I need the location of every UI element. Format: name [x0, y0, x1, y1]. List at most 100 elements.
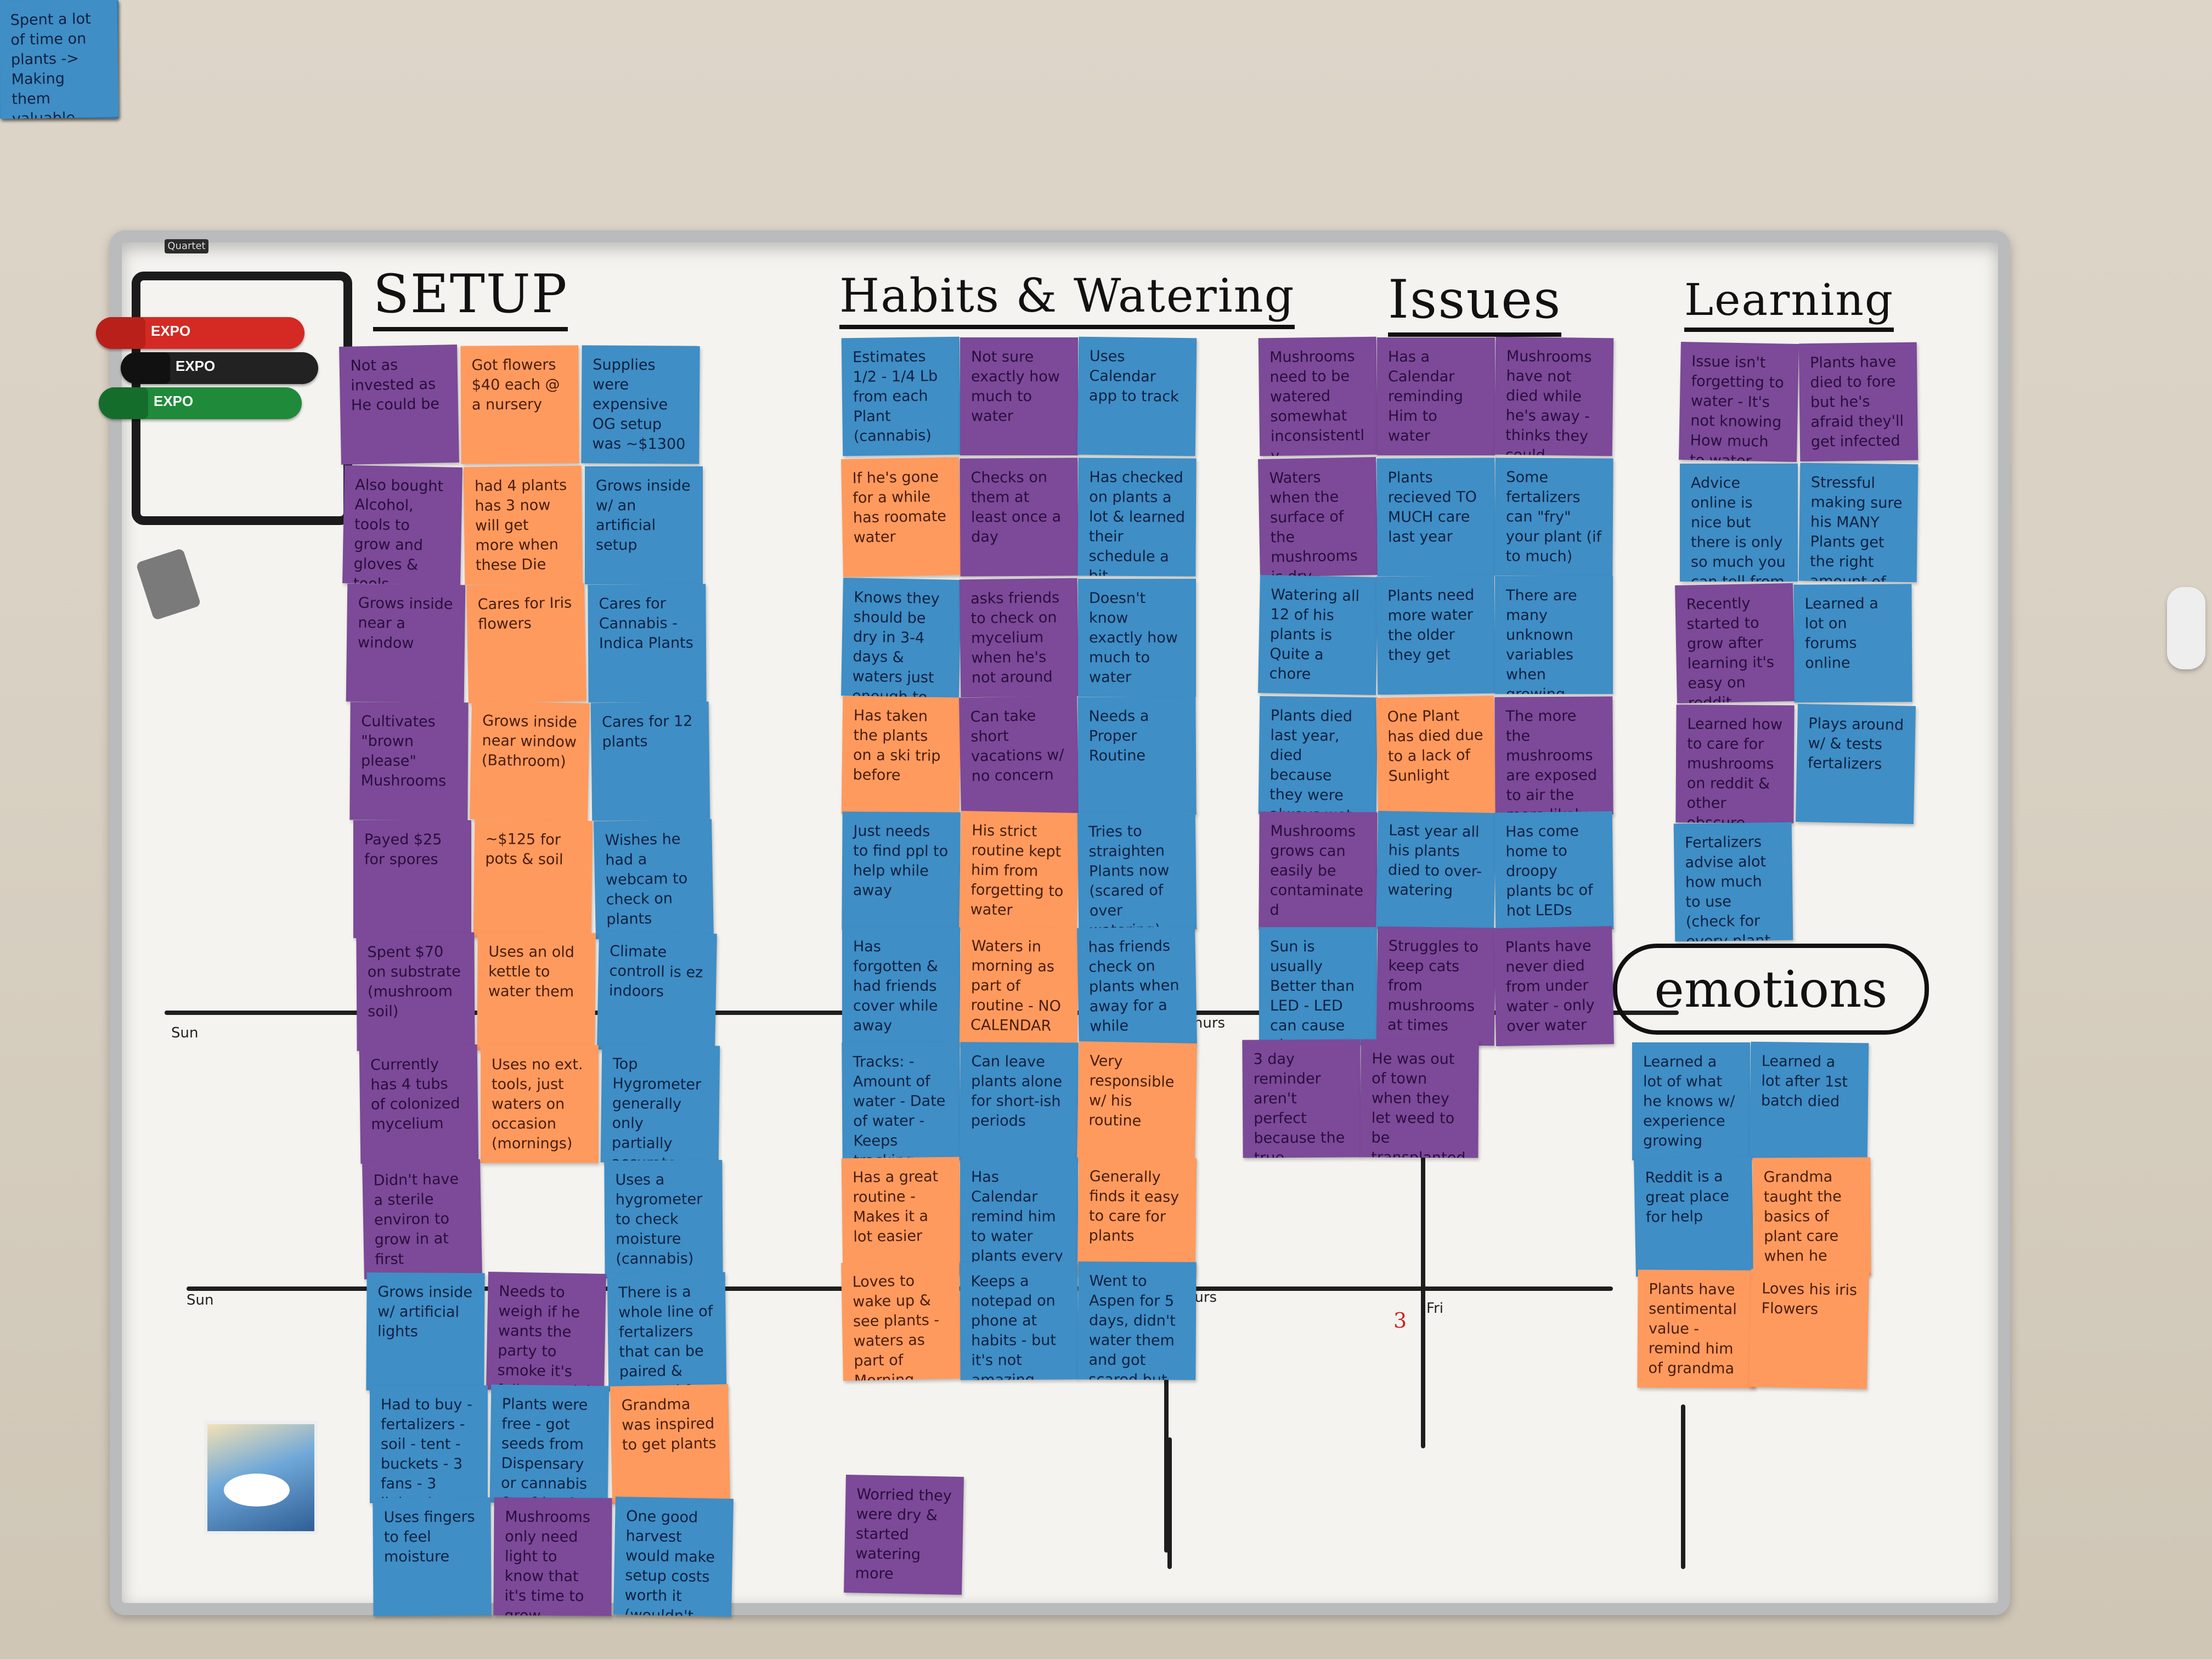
sticky-note: Wishes he had a webcam to check on plant… [594, 819, 714, 939]
sticky-note: The more the mushrooms are exposed to ai… [1494, 696, 1613, 815]
sticky-note: One Plant has died due to a lack of Sunl… [1376, 696, 1496, 816]
sticky-note: Doesn't know exactly how much to water [1078, 579, 1196, 697]
sticky-note: Grows inside w/ an artificial setup [585, 466, 703, 584]
sticky-note: Currently has 4 tubs of colonized myceli… [359, 1044, 479, 1164]
sticky-note: Grows inside near a window [346, 583, 466, 703]
red-marker[interactable]: EXPO [96, 317, 304, 349]
sticky-note: Plants died last year, died because they… [1258, 696, 1378, 816]
sticky-note: Has a great routine - Makes it a lot eas… [841, 1156, 961, 1277]
sticky-note: Plants recieved TO MUCH care last year [1376, 458, 1496, 577]
sticky-note: Estimates 1/2 - 1/4 Lb from each Plant (… [841, 336, 961, 456]
sticky-note: Went to Aspen for 5 days, didn't water t… [1077, 1261, 1197, 1380]
sticky-note: There is a whole line of fertalizers tha… [607, 1272, 727, 1392]
sticky-note: Can leave plants alone for short-ish per… [960, 1042, 1079, 1161]
sticky-note: ~$125 for pots & soil [473, 819, 593, 939]
sticky-note: Had to buy - fertalizers - soil - tent -… [370, 1385, 488, 1503]
day-label: Sun [171, 1025, 199, 1041]
sticky-note: Learned how to care for mushrooms on red… [1675, 704, 1795, 823]
sticky-note: has friends check on plants when away fo… [1077, 926, 1197, 1046]
marker-cap [99, 387, 148, 419]
sticky-note: Learned a lot on forums online [1793, 584, 1912, 703]
heading-setup: SETUP [373, 263, 568, 331]
sticky-note: Grandma taught the basics of plant care … [1752, 1157, 1871, 1276]
sticky-note: Issue isn't forgetting to water - It's n… [1679, 342, 1799, 462]
sticky-note: Grows inside w/ artificial lights [366, 1272, 485, 1391]
heading-issues: Issues [1388, 269, 1562, 337]
sticky-note: Plays around w/ & tests fertalizers [1796, 704, 1916, 824]
sticky-note: Generally finds it easy to care for plan… [1077, 1156, 1197, 1277]
sticky-note: Just needs to find ppl to help while awa… [842, 811, 961, 930]
sticky-note: Mushrooms have not died while he's away … [1494, 336, 1614, 456]
marker-cap [121, 352, 170, 384]
sticky-note: Needs a Proper Routine [1077, 696, 1197, 815]
sticky-note: Cares for Iris flowers [466, 583, 586, 703]
sticky-note: Last year all his plants died to over-wa… [1376, 811, 1496, 931]
sticky-note: Has Calendar remind him to water plants … [960, 1158, 1078, 1276]
grid-line [1421, 1147, 1425, 1448]
sticky-note: Advice online is nice but there is only … [1680, 464, 1798, 582]
sticky-note: had 4 plants has 3 now will get more whe… [463, 465, 583, 585]
sticky-note: Loves to wake up & see plants - waters a… [841, 1261, 961, 1381]
sticky-note: Fertalizers advise alot how much to use … [1673, 822, 1793, 942]
sticky-note: Needs to weigh if he wants the party to … [486, 1272, 606, 1392]
sticky-note: Recently started to grow after learning … [1675, 583, 1795, 703]
sticky-note: Waters when the surface of the mushrooms… [1258, 457, 1378, 577]
sticky-note: Spent a lot of time on plants -> Making … [0, 0, 119, 119]
sticky-note: Mushrooms grows can easily be contaminat… [1259, 811, 1378, 930]
sticky-note: Uses no ext. tools, just waters on occas… [481, 1045, 599, 1163]
heading-learning: Learning [1684, 274, 1894, 332]
photo-card [204, 1421, 318, 1534]
sticky-note: Not as invested as He could be [339, 345, 459, 465]
sticky-note: Has come home to droopy plants bc of hot… [1494, 811, 1614, 931]
sticky-note: Some fertalizers can "fry" your plant (i… [1494, 458, 1613, 577]
sticky-note: Loves his iris Flowers [1749, 1269, 1869, 1389]
marker-cap [96, 317, 145, 349]
sticky-note: Plants were free - got seeds from Dispen… [489, 1384, 610, 1504]
sticky-note: Learned a lot of what he knows w/ experi… [1632, 1042, 1750, 1160]
sticky-note: One good harvest would make setup costs … [613, 1497, 733, 1617]
red-marker-mark: 3 [1393, 1308, 1407, 1333]
sticky-note: His strict routine kept him from forgett… [959, 811, 1079, 931]
sticky-note: Struggles to keep cats from mushrooms at… [1376, 926, 1496, 1046]
sticky-note: Mushrooms need to be watered somewhat in… [1258, 336, 1378, 456]
sticky-note: Watering all 12 of his plants is Quite a… [1258, 575, 1378, 695]
sticky-note: Plants need more water the older they ge… [1376, 575, 1496, 695]
sticky-note: Supplies were expensive OG setup was ~$1… [581, 345, 700, 464]
green-marker[interactable]: EXPO [99, 387, 302, 419]
marker-label: EXPO [176, 358, 216, 374]
sticky-note: Stressful making sure his MANY Plants ge… [1798, 462, 1918, 583]
sticky-note: Can take short vacations w/ no concern [959, 696, 1079, 816]
sticky-note: Checks on them at least once a day [960, 458, 1079, 577]
grid-line [1167, 1437, 1172, 1569]
sticky-note: Keeps a notepad on phone at habits - but… [960, 1261, 1079, 1380]
sticky-note: Learned a lot after 1st batch died [1749, 1041, 1869, 1161]
sticky-note: Tracks: - Amount of water - Date of wate… [842, 1042, 961, 1161]
sticky-note: There are many unknown variables when gr… [1495, 576, 1613, 694]
day-label: Sun [187, 1292, 214, 1308]
sticky-note: Uses a hygrometer to check moisture (can… [604, 1160, 723, 1279]
wall-hook [2167, 587, 2205, 669]
sticky-note: Has forgotten & had friends cover while … [842, 927, 960, 1045]
sticky-note: Uses Calendar app to track [1077, 336, 1197, 456]
day-label: Fri [1426, 1300, 1443, 1317]
sticky-note: Reddit is a great place for help [1634, 1156, 1754, 1277]
black-marker[interactable]: EXPO [121, 352, 318, 384]
sticky-note: Uses an old kettle to water them [477, 932, 596, 1051]
sticky-note: Grandma was inspired to get plants [610, 1384, 730, 1504]
sticky-note: Sun is usually Better than LED - LED can… [1259, 927, 1377, 1045]
heading-habits: Habits & Watering [839, 269, 1295, 329]
marker-label: EXPO [154, 393, 194, 409]
sticky-note: Plants have never died from under water … [1494, 926, 1614, 1046]
sticky-note: Mushrooms only need light to know that i… [493, 1497, 612, 1616]
sticky-note: Spent $70 on substrate (mushroom soil) [356, 932, 475, 1051]
sticky-note: Has checked on plants a lot & learned th… [1077, 458, 1197, 577]
sticky-note: Cares for 12 plants [590, 701, 710, 821]
sticky-note: Grows inside near window (Bathroom) [470, 701, 590, 821]
photo-snow [224, 1474, 290, 1506]
heading-emotions: emotions [1613, 944, 1929, 1035]
sticky-note: asks friends to check on mycelium when h… [959, 578, 1079, 698]
sticky-note: Uses fingers to feel moisture [373, 1497, 492, 1616]
sticky-note: Waters in morning as part of routine - N… [959, 926, 1079, 1046]
board-brand-label: Quartet [165, 239, 208, 253]
sticky-note: Knows they should be dry in 3-4 days & w… [841, 578, 961, 698]
